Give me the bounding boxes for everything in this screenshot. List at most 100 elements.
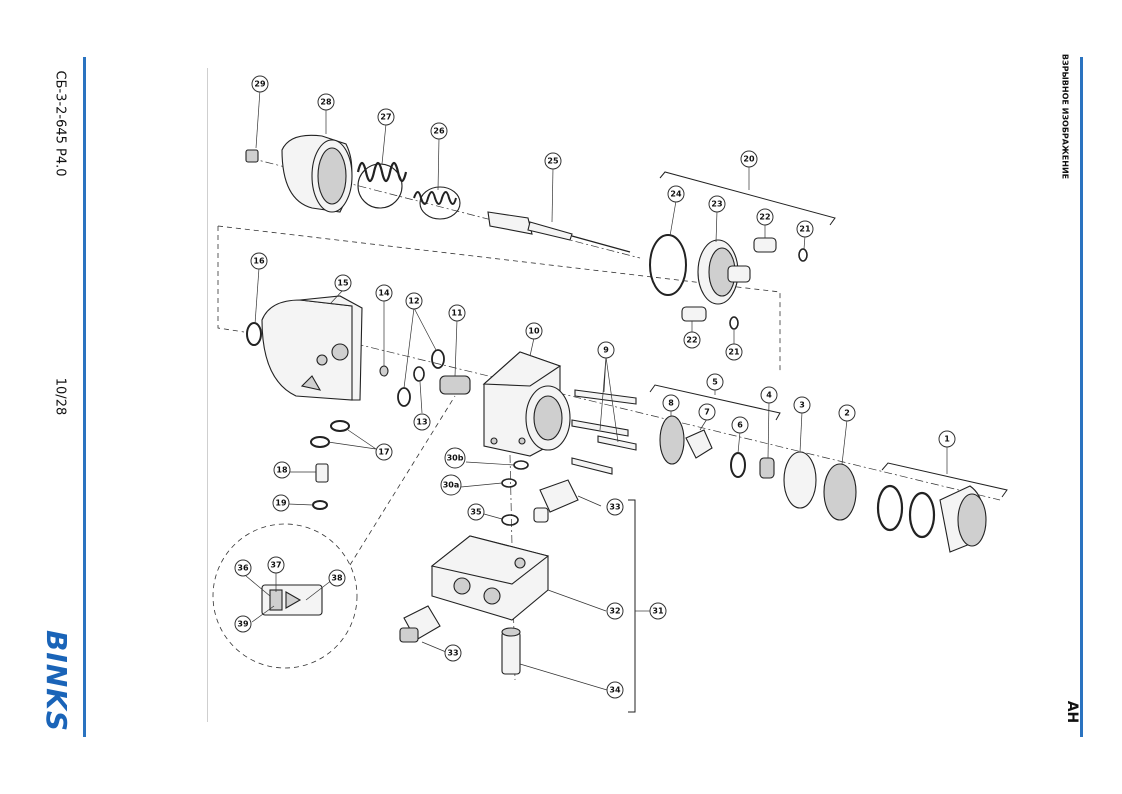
part-seat-6 xyxy=(730,452,746,478)
callout-38: 38 xyxy=(328,569,346,587)
callout-26: 26 xyxy=(430,122,448,140)
svg-text:10: 10 xyxy=(528,327,540,336)
svg-text:30a: 30a xyxy=(443,481,460,490)
svg-text:19: 19 xyxy=(275,499,287,508)
svg-text:1: 1 xyxy=(944,435,950,444)
svg-text:27: 27 xyxy=(380,113,391,122)
svg-text:17: 17 xyxy=(378,448,389,457)
callout-15: 15 xyxy=(334,274,352,292)
callout-3: 3 xyxy=(793,396,811,414)
leader-lines xyxy=(245,89,948,691)
accent-bar-left xyxy=(83,57,86,737)
part-oring-17 xyxy=(310,420,350,448)
callout-37: 37 xyxy=(267,556,285,574)
callout-24: 24 xyxy=(667,185,685,203)
part-oring-16 xyxy=(246,322,262,346)
svg-text:35: 35 xyxy=(470,508,482,517)
part-oring-24 xyxy=(649,234,687,296)
part-seal-30b xyxy=(513,460,529,470)
svg-text:32: 32 xyxy=(609,607,620,616)
part-housing-10 xyxy=(482,351,571,457)
svg-text:24: 24 xyxy=(670,190,682,199)
callout-1: 1 xyxy=(938,430,956,448)
svg-text:28: 28 xyxy=(320,98,332,107)
svg-text:12: 12 xyxy=(408,297,419,306)
part-spring-26 xyxy=(413,186,461,220)
callout-12: 12 xyxy=(405,292,423,310)
part-spring-27 xyxy=(356,161,408,209)
svg-text:21: 21 xyxy=(728,348,740,357)
callout-35: 35 xyxy=(467,503,485,521)
bracket-group-5 xyxy=(649,384,781,421)
svg-text:39: 39 xyxy=(237,620,249,629)
callout-13: 13 xyxy=(413,413,431,431)
callout-32: 32 xyxy=(606,602,624,620)
callout-36: 36 xyxy=(234,559,252,577)
svg-text:11: 11 xyxy=(451,309,463,318)
part-screw-34 xyxy=(501,627,521,675)
left-sidebar: СБ-3-2-645 Р4.0 10/28 BINKS xyxy=(0,0,90,794)
part-plug-22a xyxy=(753,237,777,253)
detail-circle xyxy=(212,395,456,669)
callout-19: 19 xyxy=(272,494,290,512)
svg-text:33: 33 xyxy=(447,649,458,658)
svg-text:4: 4 xyxy=(766,391,772,400)
callout-2: 2 xyxy=(838,404,856,422)
svg-text:36: 36 xyxy=(237,564,249,573)
svg-text:34: 34 xyxy=(609,686,621,695)
callout-10: 10 xyxy=(525,322,543,340)
svg-text:23: 23 xyxy=(711,200,722,209)
callout-9: 9 xyxy=(597,341,615,359)
callout-22a: 22 xyxy=(756,208,774,226)
part-cap-3 xyxy=(783,451,817,509)
svg-text:15: 15 xyxy=(337,279,349,288)
callout-5: 5 xyxy=(706,373,724,391)
callout-22b: 22 xyxy=(683,331,701,349)
svg-text:33: 33 xyxy=(609,503,620,512)
callout-20: 20 xyxy=(740,150,758,168)
part-valve-11 xyxy=(439,375,471,395)
callout-14: 14 xyxy=(375,284,393,302)
svg-text:3: 3 xyxy=(799,401,805,410)
bracket-group-1 xyxy=(881,462,1008,498)
part-fitting-33a xyxy=(533,479,579,523)
part-needle-25 xyxy=(487,211,631,253)
svg-text:9: 9 xyxy=(603,346,609,355)
callout-28: 28 xyxy=(317,93,335,111)
svg-text:22: 22 xyxy=(686,336,697,345)
svg-text:25: 25 xyxy=(547,157,559,166)
callout-33a: 33 xyxy=(606,498,624,516)
callout-29: 29 xyxy=(251,75,269,93)
callout-31: 31 xyxy=(649,602,667,620)
svg-text:6: 6 xyxy=(737,421,743,430)
callout-34: 34 xyxy=(606,681,624,699)
part-seal-30a xyxy=(501,478,517,488)
part-cap-28 xyxy=(281,134,353,213)
callout-39: 39 xyxy=(234,615,252,633)
part-piston-23 xyxy=(697,239,751,305)
svg-text:8: 8 xyxy=(668,399,674,408)
svg-text:13: 13 xyxy=(416,418,427,427)
callout-8: 8 xyxy=(662,394,680,412)
part-screw-29 xyxy=(245,149,259,163)
svg-text:2: 2 xyxy=(844,409,850,418)
svg-text:30b: 30b xyxy=(447,454,464,463)
callout-25: 25 xyxy=(544,152,562,170)
part-fitting-33b xyxy=(399,605,441,643)
part-oring-21b xyxy=(729,316,739,330)
part-retainer-1 xyxy=(876,484,987,553)
callout-30b: 30b xyxy=(444,447,466,469)
svg-text:26: 26 xyxy=(433,127,445,136)
svg-text:21: 21 xyxy=(799,225,811,234)
dashed-frame xyxy=(217,225,781,372)
callout-17: 17 xyxy=(375,443,393,461)
bracket-group-31 xyxy=(628,499,636,713)
part-plug-22b xyxy=(681,306,707,322)
callout-23: 23 xyxy=(708,195,726,213)
callout-16: 16 xyxy=(250,252,268,270)
part-screws-9 xyxy=(571,389,637,475)
callout-21b: 21 xyxy=(725,343,743,361)
part-body-15 xyxy=(261,295,363,401)
svg-text:5: 5 xyxy=(712,378,718,387)
